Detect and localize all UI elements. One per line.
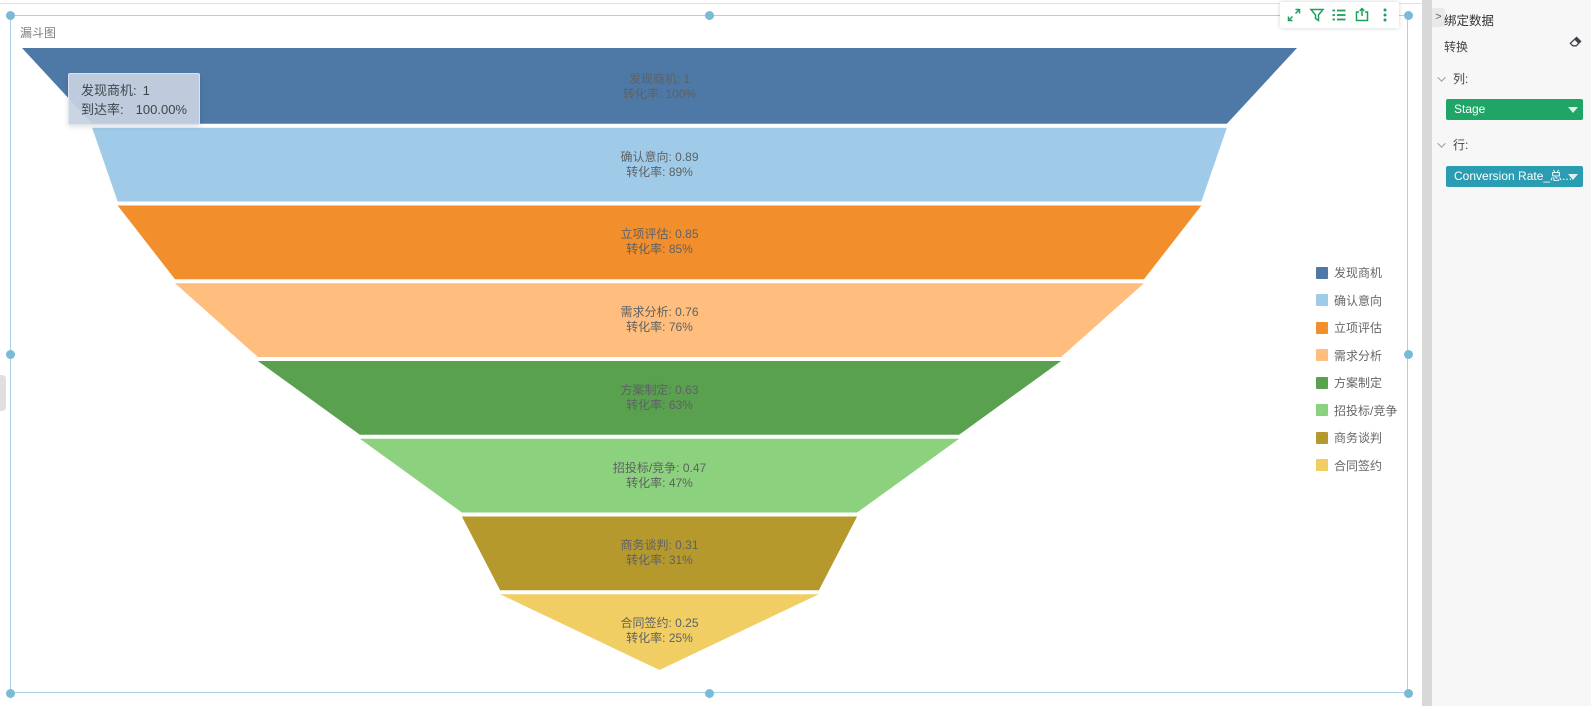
rows-label: 行: <box>1453 138 1469 152</box>
legend-item-需求分析[interactable]: 需求分析 <box>1316 347 1397 364</box>
legend-label: 合同签约 <box>1334 458 1383 473</box>
panel-collapse-button[interactable]: > <box>1432 8 1445 27</box>
chart-toolbar <box>1280 2 1399 28</box>
funnel-chart <box>22 48 1297 670</box>
selection-handle[interactable] <box>1403 10 1413 20</box>
legend-label: 方案制定 <box>1334 376 1383 390</box>
chart-title: 漏斗图 <box>20 26 57 40</box>
columns-label: 列: <box>1453 72 1469 86</box>
panel-title: 绑定数据 <box>1444 14 1495 28</box>
funnel-segment-需求分析[interactable] <box>175 283 1144 357</box>
legend-label: 招投标/竞争 <box>1334 403 1398 418</box>
legend-list-icon[interactable] <box>1331 7 1348 24</box>
expand-icon[interactable] <box>1286 7 1303 24</box>
selection-handle[interactable] <box>704 10 714 20</box>
legend-swatch <box>1316 404 1328 416</box>
canvas-collapse-tab[interactable] <box>0 375 6 411</box>
selection-handle[interactable] <box>5 10 15 20</box>
legend-label: 发现商机 <box>1334 266 1383 280</box>
row-field-pill[interactable]: Conversion Rate_总... <box>1446 166 1583 187</box>
legend-label: 立项评估 <box>1334 321 1383 335</box>
transform-label[interactable]: 转换 <box>1444 40 1469 54</box>
dropdown-icon[interactable] <box>1568 174 1578 180</box>
funnel-segment-方案制定[interactable] <box>257 361 1062 435</box>
more-icon[interactable] <box>1376 7 1393 24</box>
chevron-down-icon[interactable] <box>1437 138 1446 148</box>
column-field-label: Stage <box>1454 102 1486 116</box>
bind-data-panel: > 绑定数据 转换 列: Stage 行: Conversion Rate_总.… <box>1432 0 1591 706</box>
tooltip-row: 到达率:100.00% <box>81 102 187 117</box>
selection-handle[interactable] <box>1403 688 1413 698</box>
panel-scrollbar[interactable] <box>1422 0 1432 706</box>
selection-handle[interactable] <box>5 688 15 698</box>
selection-handle[interactable] <box>5 349 15 359</box>
export-icon[interactable] <box>1354 7 1371 24</box>
funnel-segment-商务谈判[interactable] <box>461 516 858 591</box>
legend-swatch <box>1316 376 1328 389</box>
funnel-segment-确认意向[interactable] <box>92 127 1227 202</box>
legend-item-立项评估[interactable]: 立项评估 <box>1316 319 1397 336</box>
legend-item-发现商机[interactable]: 发现商机 <box>1316 264 1397 281</box>
column-field-pill[interactable]: Stage <box>1446 99 1583 120</box>
filter-icon[interactable] <box>1308 7 1325 24</box>
canvas-top-divider <box>0 3 1422 4</box>
funnel-segment-招投标/竞争[interactable] <box>359 438 960 513</box>
columns-section: 列: <box>1437 70 1469 87</box>
legend-item-招投标/竞争[interactable]: 招投标/竞争 <box>1316 402 1397 419</box>
legend-swatch <box>1316 294 1328 306</box>
legend-item-合同签约[interactable]: 合同签约 <box>1316 457 1397 474</box>
dropdown-icon[interactable] <box>1568 107 1578 113</box>
legend-swatch <box>1316 349 1328 361</box>
funnel-segment-发现商机[interactable] <box>22 48 1297 124</box>
chevron-down-icon[interactable] <box>1437 72 1446 82</box>
funnel-segment-合同签约[interactable] <box>500 594 819 670</box>
chart-legend: 发现商机确认意向立项评估需求分析方案制定招投标/竞争商务谈判合同签约 <box>1316 264 1397 474</box>
legend-item-商务谈判[interactable]: 商务谈判 <box>1316 429 1397 446</box>
legend-swatch <box>1316 431 1328 444</box>
legend-swatch <box>1316 266 1328 279</box>
funnel-segment-立项评估[interactable] <box>117 205 1202 280</box>
row-field-label: Conversion Rate_总... <box>1454 169 1573 183</box>
rows-section: 行: <box>1437 136 1469 153</box>
chart-tooltip: 发现商机:1 到达率:100.00% <box>68 73 200 125</box>
legend-label: 商务谈判 <box>1334 431 1383 445</box>
selection-handle[interactable] <box>1403 349 1413 359</box>
legend-label: 确认意向 <box>1334 293 1383 308</box>
legend-item-方案制定[interactable]: 方案制定 <box>1316 374 1397 391</box>
selection-handle[interactable] <box>704 688 714 698</box>
legend-swatch <box>1316 459 1328 471</box>
legend-label: 需求分析 <box>1334 348 1383 363</box>
legend-swatch <box>1316 321 1328 334</box>
eraser-icon[interactable] <box>1568 35 1583 50</box>
legend-item-确认意向[interactable]: 确认意向 <box>1316 292 1397 309</box>
tooltip-row: 发现商机:1 <box>81 83 150 98</box>
